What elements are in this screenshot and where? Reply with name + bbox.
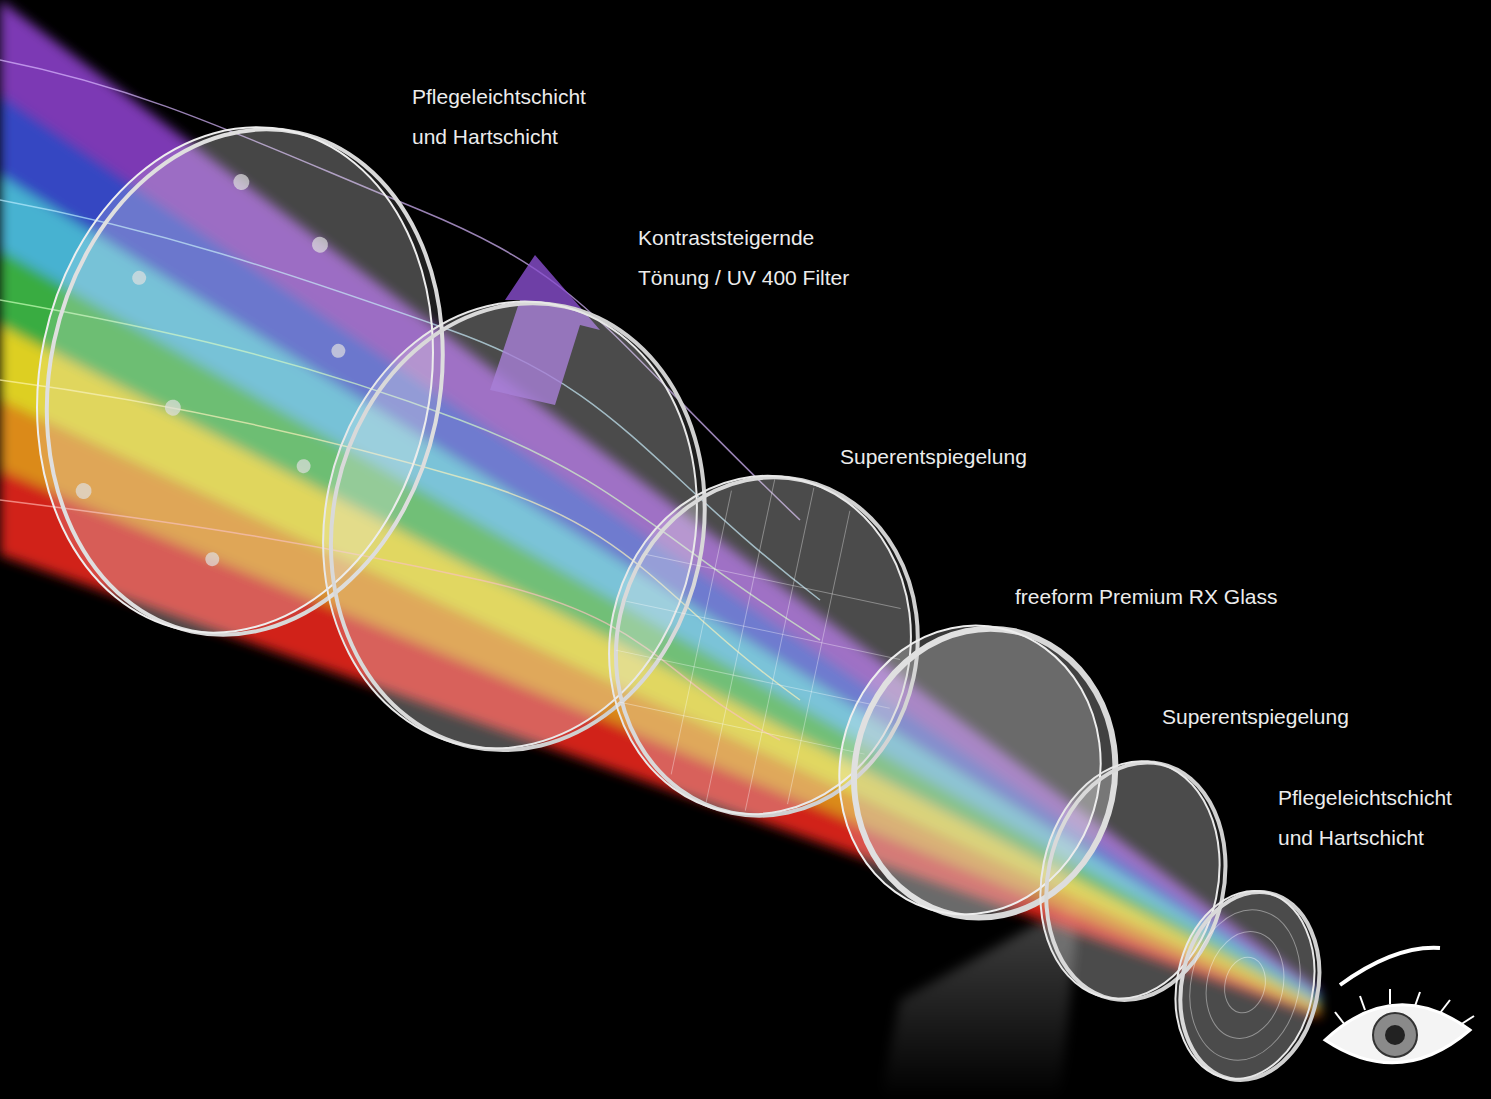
pupil — [1385, 1025, 1405, 1045]
layer-label: Superentspiegelung — [1162, 697, 1349, 737]
eye — [1325, 948, 1474, 1063]
eyebrow — [1340, 948, 1440, 985]
layer-label: freeform Premium RX Glass — [1015, 577, 1278, 617]
layer-label: Pflegeleichtschicht und Hartschicht — [1278, 778, 1478, 858]
eye-outline — [1325, 1005, 1470, 1063]
layer-label: Kontraststeigernde Tönung / UV 400 Filte… — [638, 218, 878, 298]
rings — [1176, 899, 1313, 1070]
iris — [1373, 1013, 1417, 1057]
layer-label: Pflegeleichtschicht und Hartschicht — [412, 77, 612, 157]
lashes — [1335, 989, 1474, 1025]
layer-label: Superentspiegelung — [840, 437, 1027, 477]
lens-disk — [1159, 878, 1336, 1093]
disk-face — [1159, 878, 1332, 1092]
lens-layers — [0, 90, 1336, 1093]
